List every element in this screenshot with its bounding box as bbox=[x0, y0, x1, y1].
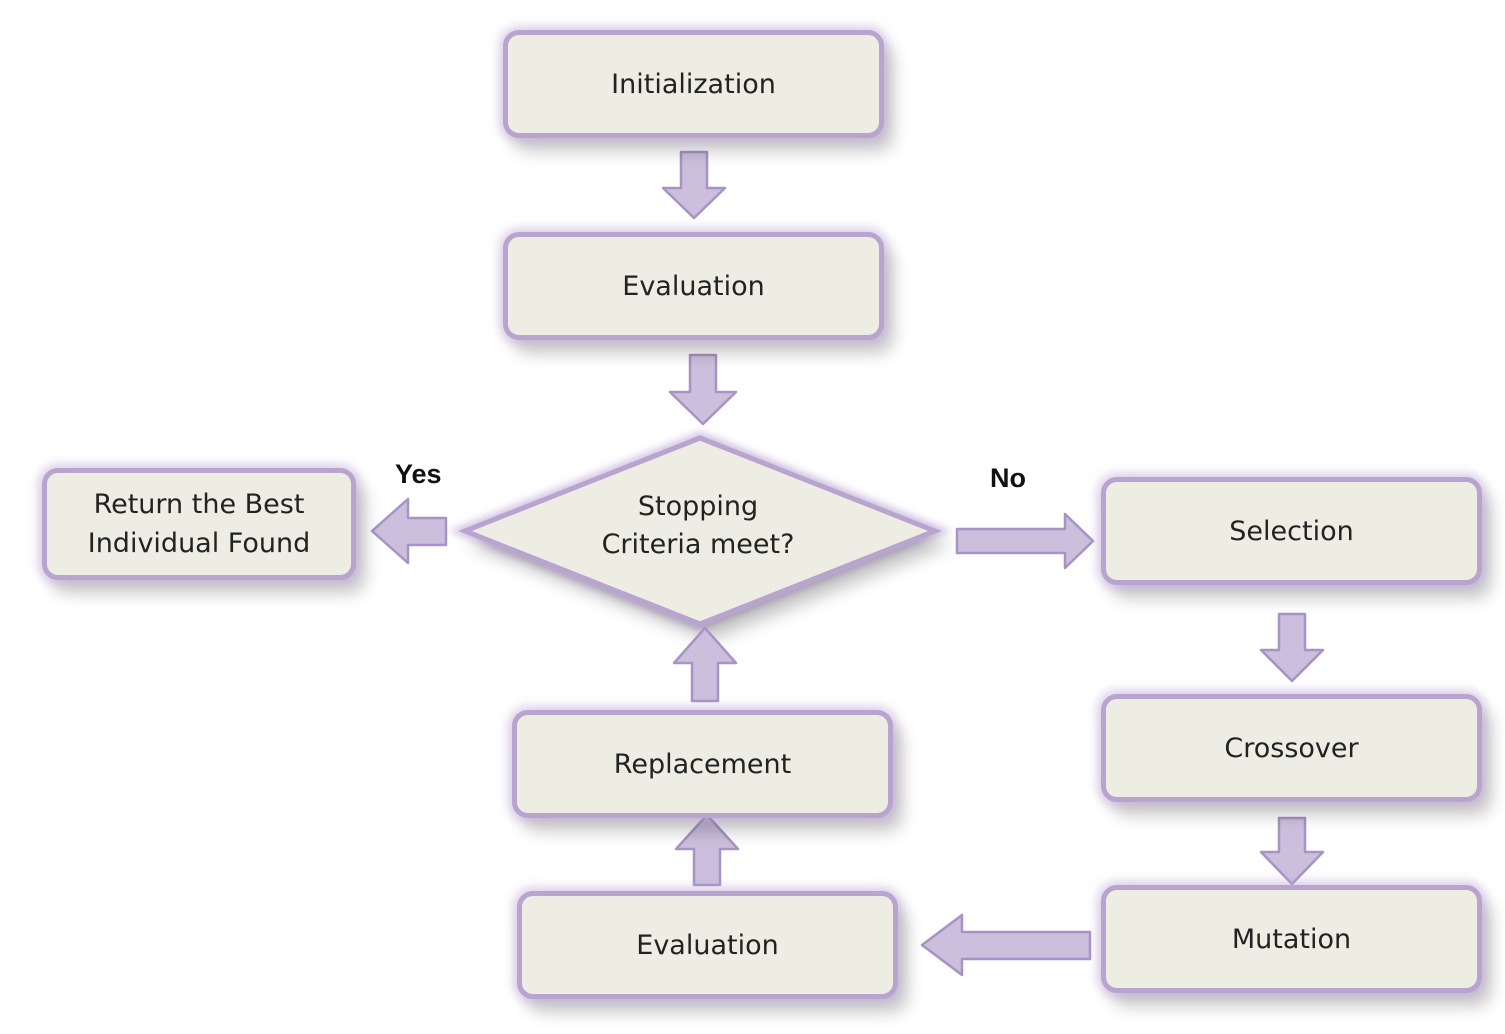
evaluation-bottom-box: Evaluation bbox=[517, 891, 898, 999]
evaluation-bottom-label: Evaluation bbox=[636, 929, 779, 961]
decision-label-line-1: Stopping bbox=[637, 491, 759, 522]
crossover-box: Crossover bbox=[1101, 694, 1482, 802]
evaluation-top-label: Evaluation bbox=[622, 270, 765, 302]
return-best-label-line-1: Return the Best bbox=[93, 489, 305, 520]
arrow-crossover-to-mutation bbox=[1259, 816, 1325, 886]
initialization-box: Initialization bbox=[503, 30, 884, 138]
decision-label: Stopping Criteria meet? bbox=[540, 488, 856, 564]
branch-yes-label: Yes bbox=[395, 459, 442, 489]
mutation-label: Mutation bbox=[1231, 923, 1352, 955]
branch-no-label: No bbox=[990, 463, 1026, 493]
arrow-decision-to-selection bbox=[955, 512, 1095, 570]
replacement-label: Replacement bbox=[613, 748, 792, 780]
return-best-label: Return the Best Individual Found bbox=[88, 485, 311, 563]
decision-label-line-2: Criteria meet? bbox=[601, 529, 795, 560]
crossover-label: Crossover bbox=[1224, 732, 1359, 764]
decision-diamond bbox=[458, 435, 942, 627]
replacement-box: Replacement bbox=[512, 710, 893, 818]
arrow-mutation-to-evaluation bbox=[920, 913, 1092, 977]
arrow-selection-to-crossover bbox=[1259, 612, 1325, 683]
arrow-evaluation-to-decision bbox=[668, 353, 738, 426]
arrow-evaluation-to-replacement bbox=[674, 813, 740, 887]
arrow-replacement-to-decision bbox=[672, 626, 738, 703]
mutation-box: Mutation bbox=[1101, 885, 1482, 993]
return-best-label-line-2: Individual Found bbox=[87, 528, 311, 559]
selection-box: Selection bbox=[1101, 477, 1482, 585]
selection-label: Selection bbox=[1229, 515, 1354, 547]
return-best-box: Return the Best Individual Found bbox=[42, 468, 356, 580]
initialization-label: Initialization bbox=[611, 68, 776, 100]
arrow-initialization-to-evaluation bbox=[661, 150, 727, 220]
evaluation-top-box: Evaluation bbox=[503, 232, 884, 340]
arrow-decision-to-return-best bbox=[370, 497, 448, 565]
